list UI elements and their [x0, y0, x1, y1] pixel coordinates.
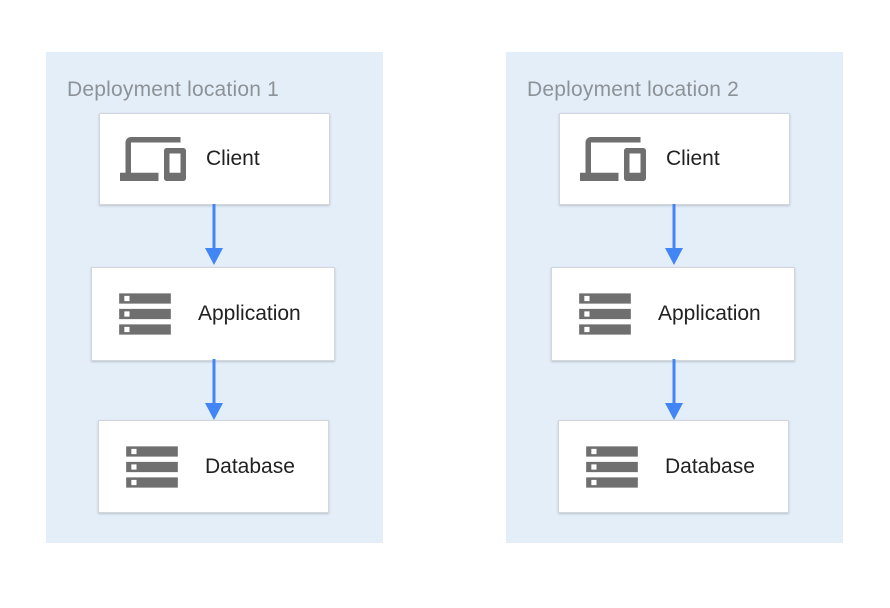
application-node: Application [551, 267, 795, 361]
arrow-down-icon [205, 204, 223, 265]
node-label: Application [658, 302, 761, 325]
panel-title: Deployment location 1 [67, 78, 279, 101]
database-node: Database [558, 420, 789, 513]
node-label: Database [205, 454, 295, 478]
node-label: Application [198, 302, 301, 325]
database-node: Database [98, 420, 329, 513]
deployment-location-1-panel: Deployment location 1 Client Application [46, 52, 383, 543]
client-node: Client [99, 113, 330, 205]
arrow-down-icon [665, 359, 683, 420]
deployment-location-2-panel: Deployment location 2 Client Application [506, 52, 843, 543]
node-label: Database [665, 454, 755, 478]
server-stack-icon [112, 283, 178, 345]
application-node: Application [91, 267, 335, 361]
server-stack-icon [579, 436, 645, 498]
devices-icon [120, 126, 186, 192]
node-label: Client [666, 147, 720, 170]
client-node: Client [559, 113, 790, 205]
panel-title: Deployment location 2 [527, 78, 739, 101]
devices-icon [580, 126, 646, 192]
server-stack-icon [572, 283, 638, 345]
node-label: Client [206, 147, 260, 170]
arrow-down-icon [665, 204, 683, 265]
arrow-down-icon [205, 359, 223, 420]
server-stack-icon [119, 436, 185, 498]
